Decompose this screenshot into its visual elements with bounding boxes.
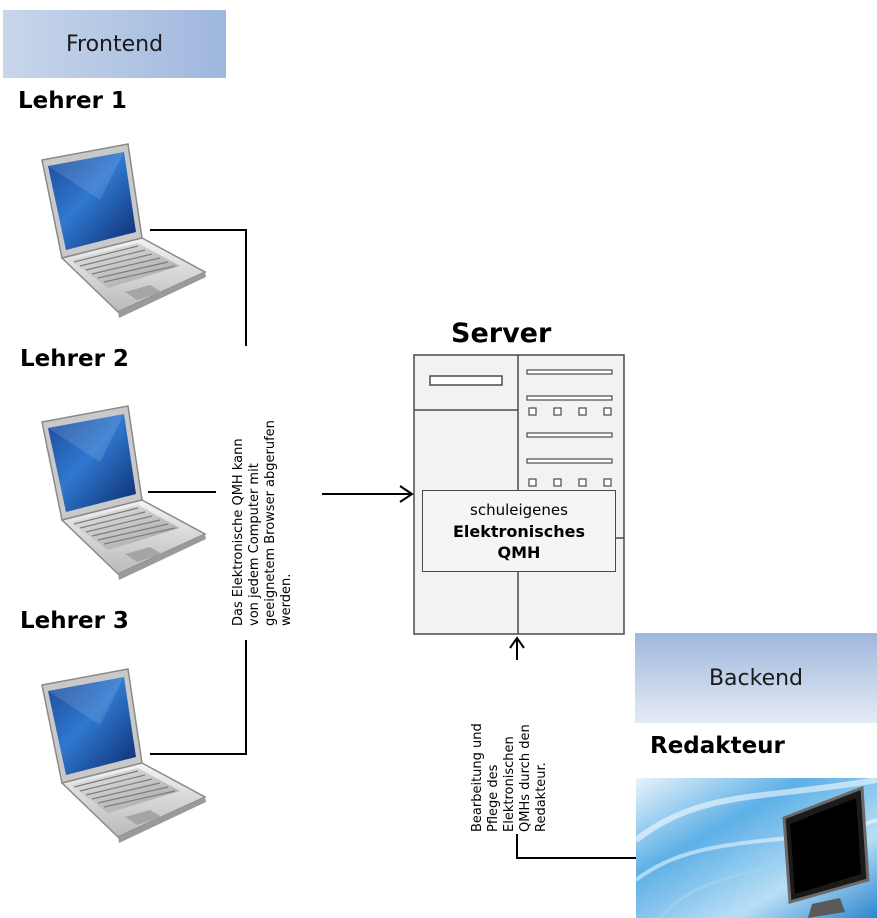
backend-tag: Backend — [635, 633, 877, 723]
backend-label: Backend — [708, 665, 804, 691]
frontend-connector — [148, 229, 247, 755]
qmh-line-2: Elektronisches — [452, 522, 586, 541]
frontend-note-line: geeignetem Browser abgerufen — [263, 420, 278, 626]
monitor-icon — [634, 777, 877, 918]
frontend-label: Frontend — [65, 31, 164, 57]
backend-note-line: QMHs durch den — [518, 724, 533, 832]
qmh-box: schuleigenes Elektronisches QMH — [422, 490, 616, 572]
lehrer-1-label: Lehrer 1 — [18, 88, 127, 114]
lehrer-2-label: Lehrer 2 — [20, 346, 129, 372]
frontend-note-line: werden. — [279, 573, 294, 626]
server-title: Server — [451, 318, 552, 349]
backend-note-line: Pflege des — [486, 764, 501, 832]
laptop-icon-lehrer3 — [41, 668, 207, 844]
lehrer-3-label: Lehrer 3 — [20, 608, 129, 634]
frontend-tag: Frontend — [3, 10, 226, 78]
backend-note: Bearbeitung und Pflege des Elektronische… — [470, 721, 550, 834]
frontend-note-line: Das Elektronische QMH kann — [231, 438, 246, 626]
arrow-to-server — [322, 485, 414, 503]
backend-connector — [509, 636, 636, 859]
qmh-line-1: schuleigenes — [470, 501, 568, 519]
backend-note-line: Bearbeitung und — [470, 723, 485, 832]
backend-note-line: Redakteur. — [534, 762, 549, 832]
frontend-note-line: von jedem Computer mit — [247, 463, 262, 626]
qmh-line-3: QMH — [497, 543, 541, 562]
frontend-note: Das Elektronische QMH kann von jedem Com… — [231, 418, 295, 628]
backend-note-line: Elektronischen — [502, 736, 517, 832]
redakteur-label: Redakteur — [650, 733, 785, 759]
